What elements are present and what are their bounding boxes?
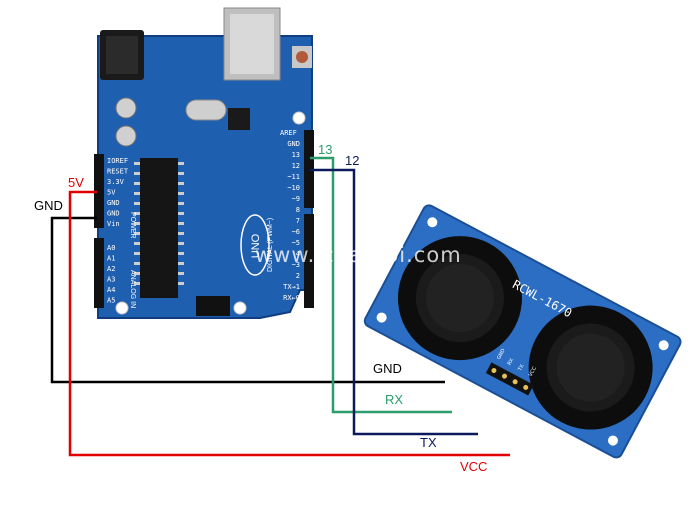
- pin-label: RX←0: [283, 294, 300, 302]
- module-pin-label: VCC: [528, 365, 538, 377]
- pin-label: 7: [296, 217, 300, 225]
- pin-label: ~9: [292, 195, 300, 203]
- label-pin-13: 13: [318, 142, 333, 157]
- label-gnd-left: GND: [34, 198, 63, 213]
- pin-label: A1: [107, 255, 115, 263]
- vcc-wire: [68, 190, 510, 457]
- pin-label: A0: [107, 244, 115, 252]
- pin-label: 8: [296, 206, 300, 214]
- pin-label: 3.3V: [107, 178, 125, 186]
- label-gnd-right: GND: [373, 361, 402, 376]
- module-pin-label: TX: [517, 363, 526, 373]
- pin-label: 13: [292, 151, 300, 159]
- tx-wire: [310, 168, 478, 436]
- pin-label: GND: [107, 210, 120, 218]
- pin-label: IOREF: [107, 157, 128, 165]
- wires: [50, 156, 510, 457]
- label-pin-12: 12: [345, 153, 360, 168]
- analog-group-label: ANALOG IN: [129, 270, 136, 308]
- pin-label: ~5: [292, 239, 300, 247]
- digital-group-label: DIGITAL (PWM~): [267, 218, 274, 272]
- aref-label: AREF: [280, 129, 297, 137]
- arduino-model-label: UNO: [250, 233, 262, 258]
- pin-label: GND: [287, 140, 300, 148]
- rx-wire: [310, 156, 452, 414]
- pin-label: TX→1: [283, 283, 300, 291]
- module-pin-label: RX: [507, 357, 516, 366]
- pin-label: Vin: [107, 220, 120, 228]
- power-header-labels: IOREF RESET 3.3V 5V GND GND Vin: [107, 157, 129, 228]
- pin-label: RESET: [107, 168, 129, 176]
- gnd-wire: [50, 216, 445, 384]
- pin-label: 2: [296, 272, 300, 280]
- pin-label: GND: [107, 199, 120, 207]
- pin-label: A4: [107, 286, 115, 294]
- pin-label: A3: [107, 276, 115, 284]
- digital-header-labels: GND 13 12 ~11 ~10 ~9 8 7 ~6 ~5 4 ~3 2TX→1RX←0: [283, 140, 300, 302]
- pin-label: ~6: [292, 228, 300, 236]
- pin-label: 4: [296, 250, 300, 258]
- module-pin-label: GND: [496, 348, 507, 361]
- pin-label: A2: [107, 265, 115, 273]
- label-tx: TX: [420, 435, 437, 450]
- pin-label: ~10: [287, 184, 300, 192]
- label-rx: RX: [385, 392, 404, 407]
- label-vcc: VCC: [460, 459, 488, 474]
- pin-label: ~3: [292, 261, 300, 269]
- pin-label: 12: [292, 162, 300, 170]
- arduino-uno-board: UNO IOREF RESET 3.3V 5V GND GND Vin A0A1A2A3A4…: [94, 7, 314, 319]
- watermark: www.icdayroi.com: [255, 243, 462, 267]
- pin-label: A5: [107, 297, 115, 305]
- label-5v: 5V: [68, 175, 84, 190]
- pin-label: 5V: [107, 189, 116, 197]
- pin-label: ~11: [287, 173, 300, 181]
- power-group-label: POWER: [129, 212, 136, 238]
